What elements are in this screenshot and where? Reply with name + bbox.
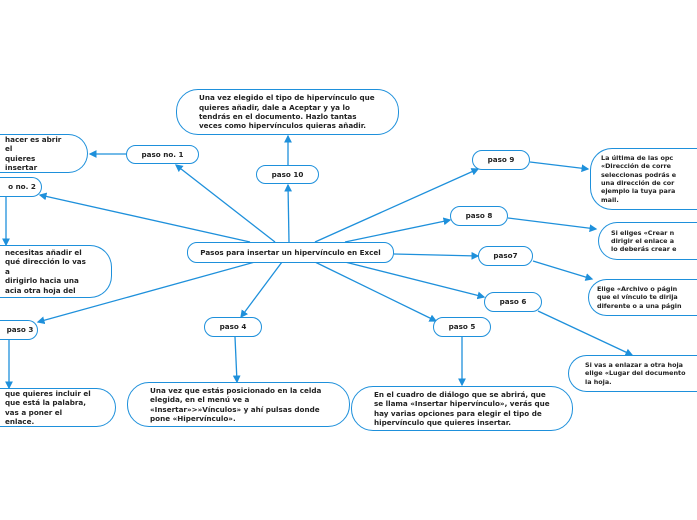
detail-step-2[interactable]: necesitas añadir el qué dirección lo vas…	[0, 245, 112, 298]
step-5[interactable]: paso 5	[433, 317, 491, 337]
step-label: paso 4	[219, 322, 247, 332]
detail-text: La última de las opc «Dirección de corre…	[601, 154, 677, 204]
detail-step-4[interactable]: Una vez que estás posicionado en la celd…	[127, 382, 350, 427]
detail-step-5[interactable]: En el cuadro de diálogo que se abrirá, q…	[351, 386, 573, 431]
detail-step-8[interactable]: Si eliges «Crear n dirigir el enlace a l…	[598, 222, 697, 260]
step-3[interactable]: paso 3	[0, 320, 38, 340]
detail-step-9[interactable]: La última de las opc «Dirección de corre…	[590, 148, 697, 210]
step-label: paso 6	[499, 297, 527, 307]
detail-text: En el cuadro de diálogo que se abrirá, q…	[374, 389, 550, 427]
step-6[interactable]: paso 6	[484, 292, 542, 312]
detail-text: hacer es abrir el quieres insertar	[5, 135, 62, 173]
detail-text: Elige «Archivo o págin que el vínculo te…	[597, 285, 682, 310]
step-label: paso 9	[487, 155, 515, 165]
step-label: o no. 2	[8, 182, 36, 192]
detail-step-3[interactable]: que quieres incluir el que está la palab…	[0, 388, 116, 428]
step-10[interactable]: paso 10	[256, 165, 319, 184]
detail-text: que quieres incluir el que está la palab…	[5, 389, 91, 427]
step-2[interactable]: o no. 2	[0, 177, 42, 197]
detail-text: necesitas añadir el qué dirección lo vas…	[5, 248, 86, 295]
detail-text: Una vez que estás posicionado en la celd…	[150, 385, 322, 423]
step-label: paso 10	[271, 169, 304, 179]
detail-text: Si eliges «Crear n dirigir el enlace a l…	[611, 228, 677, 254]
detail-text: Una vez elegido el tipo de hipervínculo …	[199, 93, 375, 131]
step-4[interactable]: paso 4	[204, 317, 262, 337]
step-8[interactable]: paso 8	[450, 206, 508, 226]
detail-step-6[interactable]: Si vas a enlazar a otra hoja elige «Luga…	[568, 355, 697, 392]
step-label: paso no. 1	[141, 149, 184, 159]
central-topic[interactable]: Pasos para insertar un hipervínculo en E…	[187, 242, 394, 263]
step-label: paso 5	[448, 322, 476, 332]
step-1[interactable]: paso no. 1	[126, 145, 199, 164]
step-label: paso 3	[6, 325, 34, 335]
detail-text: Si vas a enlazar a otra hoja elige «Luga…	[585, 361, 686, 386]
step-label: paso7	[493, 251, 518, 261]
detail-step-7[interactable]: Elige «Archivo o págin que el vínculo te…	[588, 279, 697, 316]
detail-step-10[interactable]: Una vez elegido el tipo de hipervínculo …	[176, 89, 399, 135]
step-label: paso 8	[465, 211, 493, 221]
step-7[interactable]: paso7	[478, 246, 533, 266]
central-topic-label: Pasos para insertar un hipervínculo en E…	[200, 247, 381, 257]
detail-step-1[interactable]: hacer es abrir el quieres insertar	[0, 134, 88, 174]
step-9[interactable]: paso 9	[472, 150, 530, 170]
